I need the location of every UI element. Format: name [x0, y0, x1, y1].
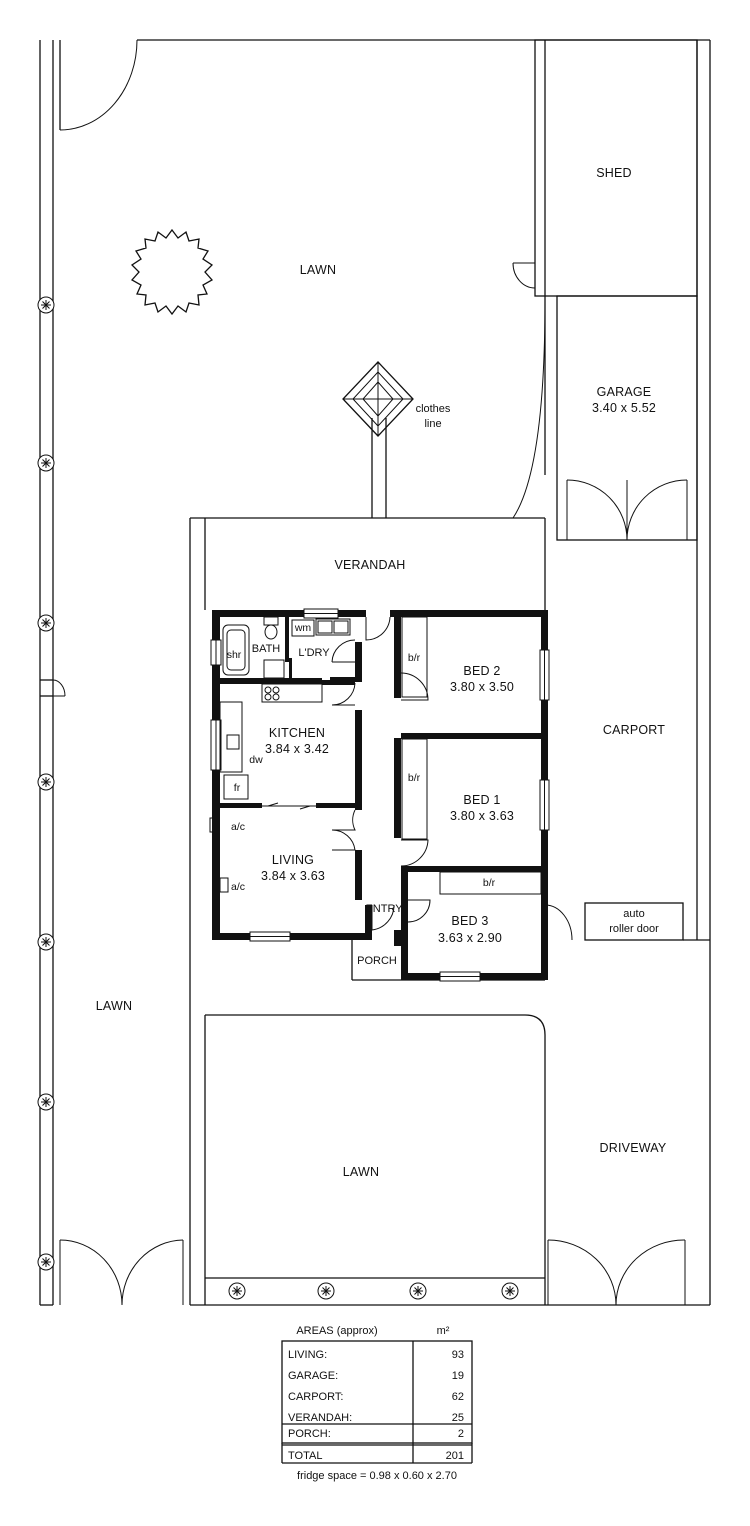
- aircon-label-1: a/c: [231, 821, 245, 833]
- fridge-space-note: fridge space = 0.98 x 0.60 x 2.70: [297, 1470, 457, 1482]
- tree-icon: [130, 228, 214, 316]
- bath-label: BATH: [252, 643, 281, 655]
- clothes-line-icon: [342, 361, 414, 518]
- shrub-icon: [37, 454, 55, 472]
- robe-label-3: b/r: [483, 877, 496, 889]
- area-row-value: 93: [452, 1349, 464, 1361]
- washing-machine-label: wm: [294, 622, 312, 634]
- bed1-dims: 3.80 x 3.63: [450, 809, 514, 823]
- front-gates: [59, 1239, 686, 1306]
- verandah-label: VERANDAH: [334, 558, 405, 572]
- dishwasher-label: dw: [249, 754, 263, 766]
- shrub-icon: [228, 1282, 246, 1300]
- area-row-label: VERANDAH:: [288, 1412, 352, 1424]
- doors: [262, 616, 431, 931]
- shrub-icon: [37, 773, 55, 791]
- front-shrubs: [228, 1282, 519, 1300]
- fridge-label: fr: [234, 782, 241, 794]
- driveway-label: DRIVEWAY: [600, 1141, 667, 1155]
- garage-label: GARAGE: [597, 385, 652, 399]
- roller-door-label: auto: [623, 908, 644, 920]
- area-total-value: 201: [446, 1450, 464, 1462]
- shrub-icon: [37, 296, 55, 314]
- shrub-icon: [37, 614, 55, 632]
- bed2-label: BED 2: [463, 664, 500, 678]
- clothes-line-label-2: line: [424, 418, 441, 430]
- bed2-dims: 3.80 x 3.50: [450, 680, 514, 694]
- robe-label-2: b/r: [408, 772, 421, 784]
- living-dims: 3.84 x 3.63: [261, 869, 325, 883]
- bed3-dims: 3.63 x 2.90: [438, 931, 502, 945]
- areas-title: AREAS (approx): [296, 1325, 377, 1337]
- shed-label: SHED: [596, 166, 632, 180]
- side-gate-left: [40, 679, 66, 697]
- area-row-label: LIVING:: [288, 1349, 327, 1361]
- lawn-front-label: LAWN: [343, 1165, 379, 1179]
- living-label: LIVING: [272, 853, 314, 867]
- shrub-icon: [317, 1282, 335, 1300]
- gate-top-left: [59, 39, 138, 131]
- fixtures: [209, 616, 542, 895]
- bed1-label: BED 1: [463, 793, 500, 807]
- laundry-label: L'DRY: [298, 647, 330, 659]
- area-total-label: TOTAL: [288, 1450, 322, 1462]
- area-row-value: 19: [452, 1370, 464, 1382]
- roller-door-label-2: roller door: [609, 923, 659, 935]
- lawn-top-label: LAWN: [300, 263, 336, 277]
- area-row-value: 62: [452, 1391, 464, 1403]
- kitchen-label: KITCHEN: [269, 726, 325, 740]
- shrub-icon: [409, 1282, 427, 1300]
- fence-shrubs-left: [37, 296, 55, 1271]
- shrub-icon: [37, 933, 55, 951]
- windows: [210, 608, 550, 982]
- kitchen-dims: 3.84 x 3.42: [265, 742, 329, 756]
- shrub-icon: [37, 1253, 55, 1271]
- entry-label: ENTRY: [365, 903, 403, 915]
- robe-label-1: b/r: [408, 652, 421, 664]
- lawn-left-label: LAWN: [96, 999, 132, 1013]
- area-row-value: 25: [452, 1412, 464, 1424]
- area-row-label: PORCH:: [288, 1428, 331, 1440]
- carport-label: CARPORT: [603, 723, 665, 737]
- clothes-line-label: clothes: [416, 403, 451, 415]
- areas-unit: m²: [437, 1325, 450, 1337]
- area-row-label: GARAGE:: [288, 1370, 338, 1382]
- area-row-value: 2: [458, 1428, 464, 1440]
- area-row-label: CARPORT:: [288, 1391, 343, 1403]
- garage-dims: 3.40 x 5.52: [592, 401, 656, 415]
- porch-label: PORCH: [357, 955, 397, 967]
- aircon-label-2: a/c: [231, 881, 245, 893]
- garage: [512, 295, 698, 541]
- shrub-icon: [37, 1093, 55, 1111]
- bed3-label: BED 3: [451, 914, 488, 928]
- shower-label: shr: [227, 649, 242, 661]
- shrub-icon: [501, 1282, 519, 1300]
